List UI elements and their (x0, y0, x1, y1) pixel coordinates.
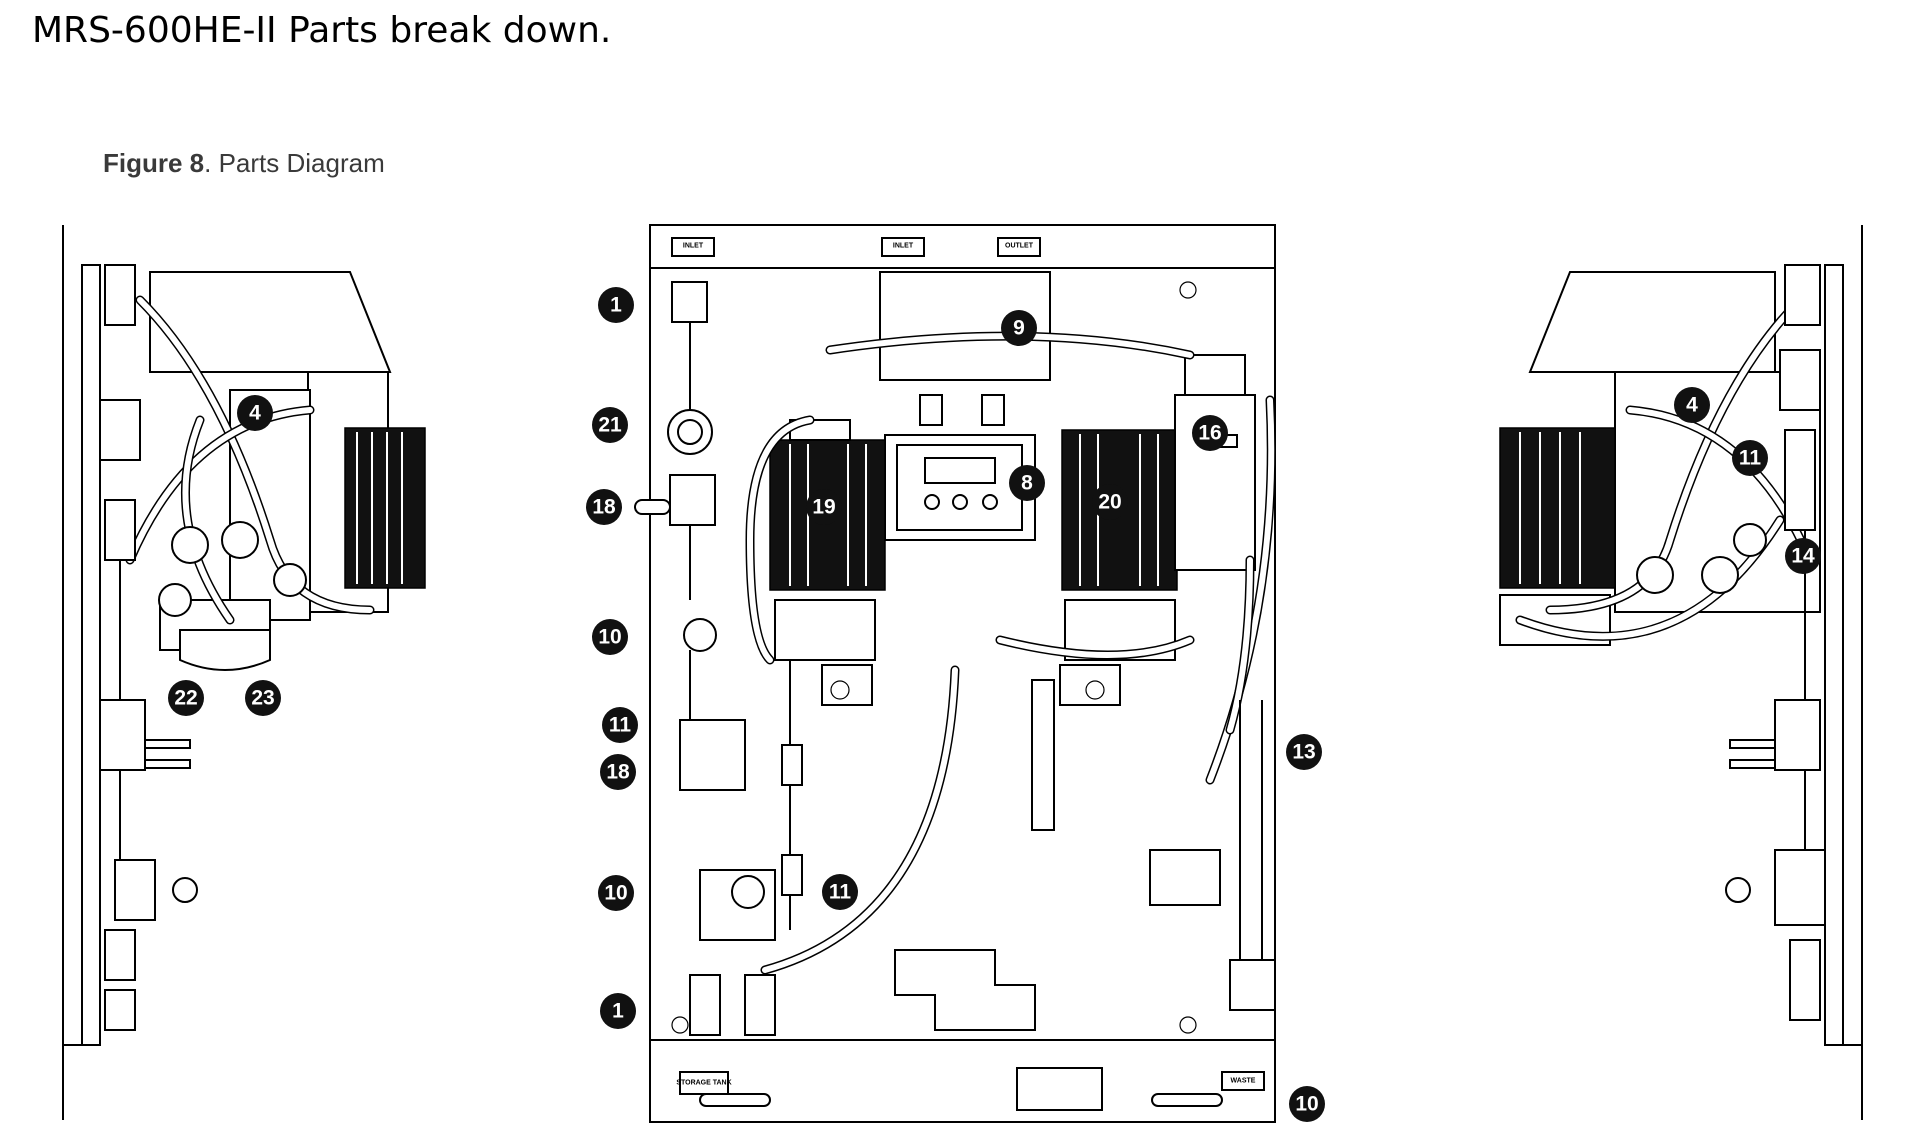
callout-label: 13 (1292, 741, 1315, 764)
callout-label: 22 (174, 687, 197, 710)
outlet-label-box (997, 237, 1041, 257)
left-side-view (62, 225, 426, 1120)
inlet-left-label-box (671, 237, 715, 257)
document-title: MRS-600HE-II Parts break down. (32, 10, 612, 51)
callout-right-14: 14 (1785, 538, 1821, 574)
callout-center-8: 8 (1009, 465, 1045, 501)
callout-label: 23 (251, 687, 274, 710)
callout-label: 1 (612, 1000, 624, 1023)
waste-label-box (1221, 1071, 1265, 1091)
callout-label: 4 (1686, 394, 1698, 417)
callout-center-9: 9 (1001, 310, 1037, 346)
callout-left-22: 22 (168, 680, 204, 716)
callout-right-11: 11 (1732, 440, 1768, 476)
callout-label: 1 (610, 294, 622, 317)
callout-label: 11 (829, 881, 852, 904)
callout-center-1-bottom: 1 (600, 993, 636, 1029)
callout-label: 11 (1739, 447, 1762, 470)
callout-label: 16 (1198, 422, 1221, 445)
callout-label: 18 (606, 761, 630, 784)
callout-label: 10 (1295, 1093, 1318, 1116)
callout-label: 20 (1098, 491, 1121, 514)
callout-center-18-mid: 18 (600, 754, 636, 790)
callout-center-10-bottom: 10 (1289, 1086, 1325, 1122)
outlet-label: OUTLET (1005, 243, 1034, 250)
callout-label: 19 (812, 496, 835, 519)
right-side-view (1499, 225, 1863, 1120)
callout-label: 18 (592, 496, 616, 519)
callout-label: 9 (1013, 317, 1025, 340)
callout-right-4: 4 (1674, 387, 1710, 423)
waste-label: WASTE (1231, 1078, 1256, 1085)
figure-number: Figure 8 (103, 148, 205, 178)
callout-center-13: 13 (1286, 734, 1322, 770)
callout-left-23: 23 (245, 680, 281, 716)
callout-center-19: 19 (806, 489, 842, 525)
callout-center-11-left: 11 (602, 707, 638, 743)
callout-label: 10 (598, 626, 621, 649)
callout-center-11-mid: 11 (822, 874, 858, 910)
callout-center-18-top: 18 (586, 489, 622, 525)
callout-label: 14 (1791, 545, 1815, 568)
callout-label: 4 (249, 402, 261, 425)
callout-label: 21 (598, 414, 622, 437)
callout-label: 11 (609, 714, 632, 737)
center-front-view: INLET INLET OUTLET (634, 224, 1276, 1123)
callout-center-10-top: 10 (592, 619, 628, 655)
inlet-center-label: INLET (893, 243, 914, 250)
storage-tank-label: STORAGE TANK (676, 1080, 731, 1087)
callout-center-1-top: 1 (598, 287, 634, 323)
callout-center-20: 20 (1092, 484, 1128, 520)
callout-center-10-mid: 10 (598, 875, 634, 911)
callout-center-21: 21 (592, 407, 628, 443)
inlet-center-label-box (881, 237, 925, 257)
figure-caption: Figure 8. Parts Diagram (103, 148, 385, 179)
callout-label: 10 (604, 882, 627, 905)
callout-label: 8 (1021, 472, 1033, 495)
figure-caption-text: . Parts Diagram (204, 148, 385, 178)
callout-center-16: 16 (1192, 415, 1228, 451)
callout-left-4: 4 (237, 395, 273, 431)
inlet-left-label: INLET (683, 243, 704, 250)
